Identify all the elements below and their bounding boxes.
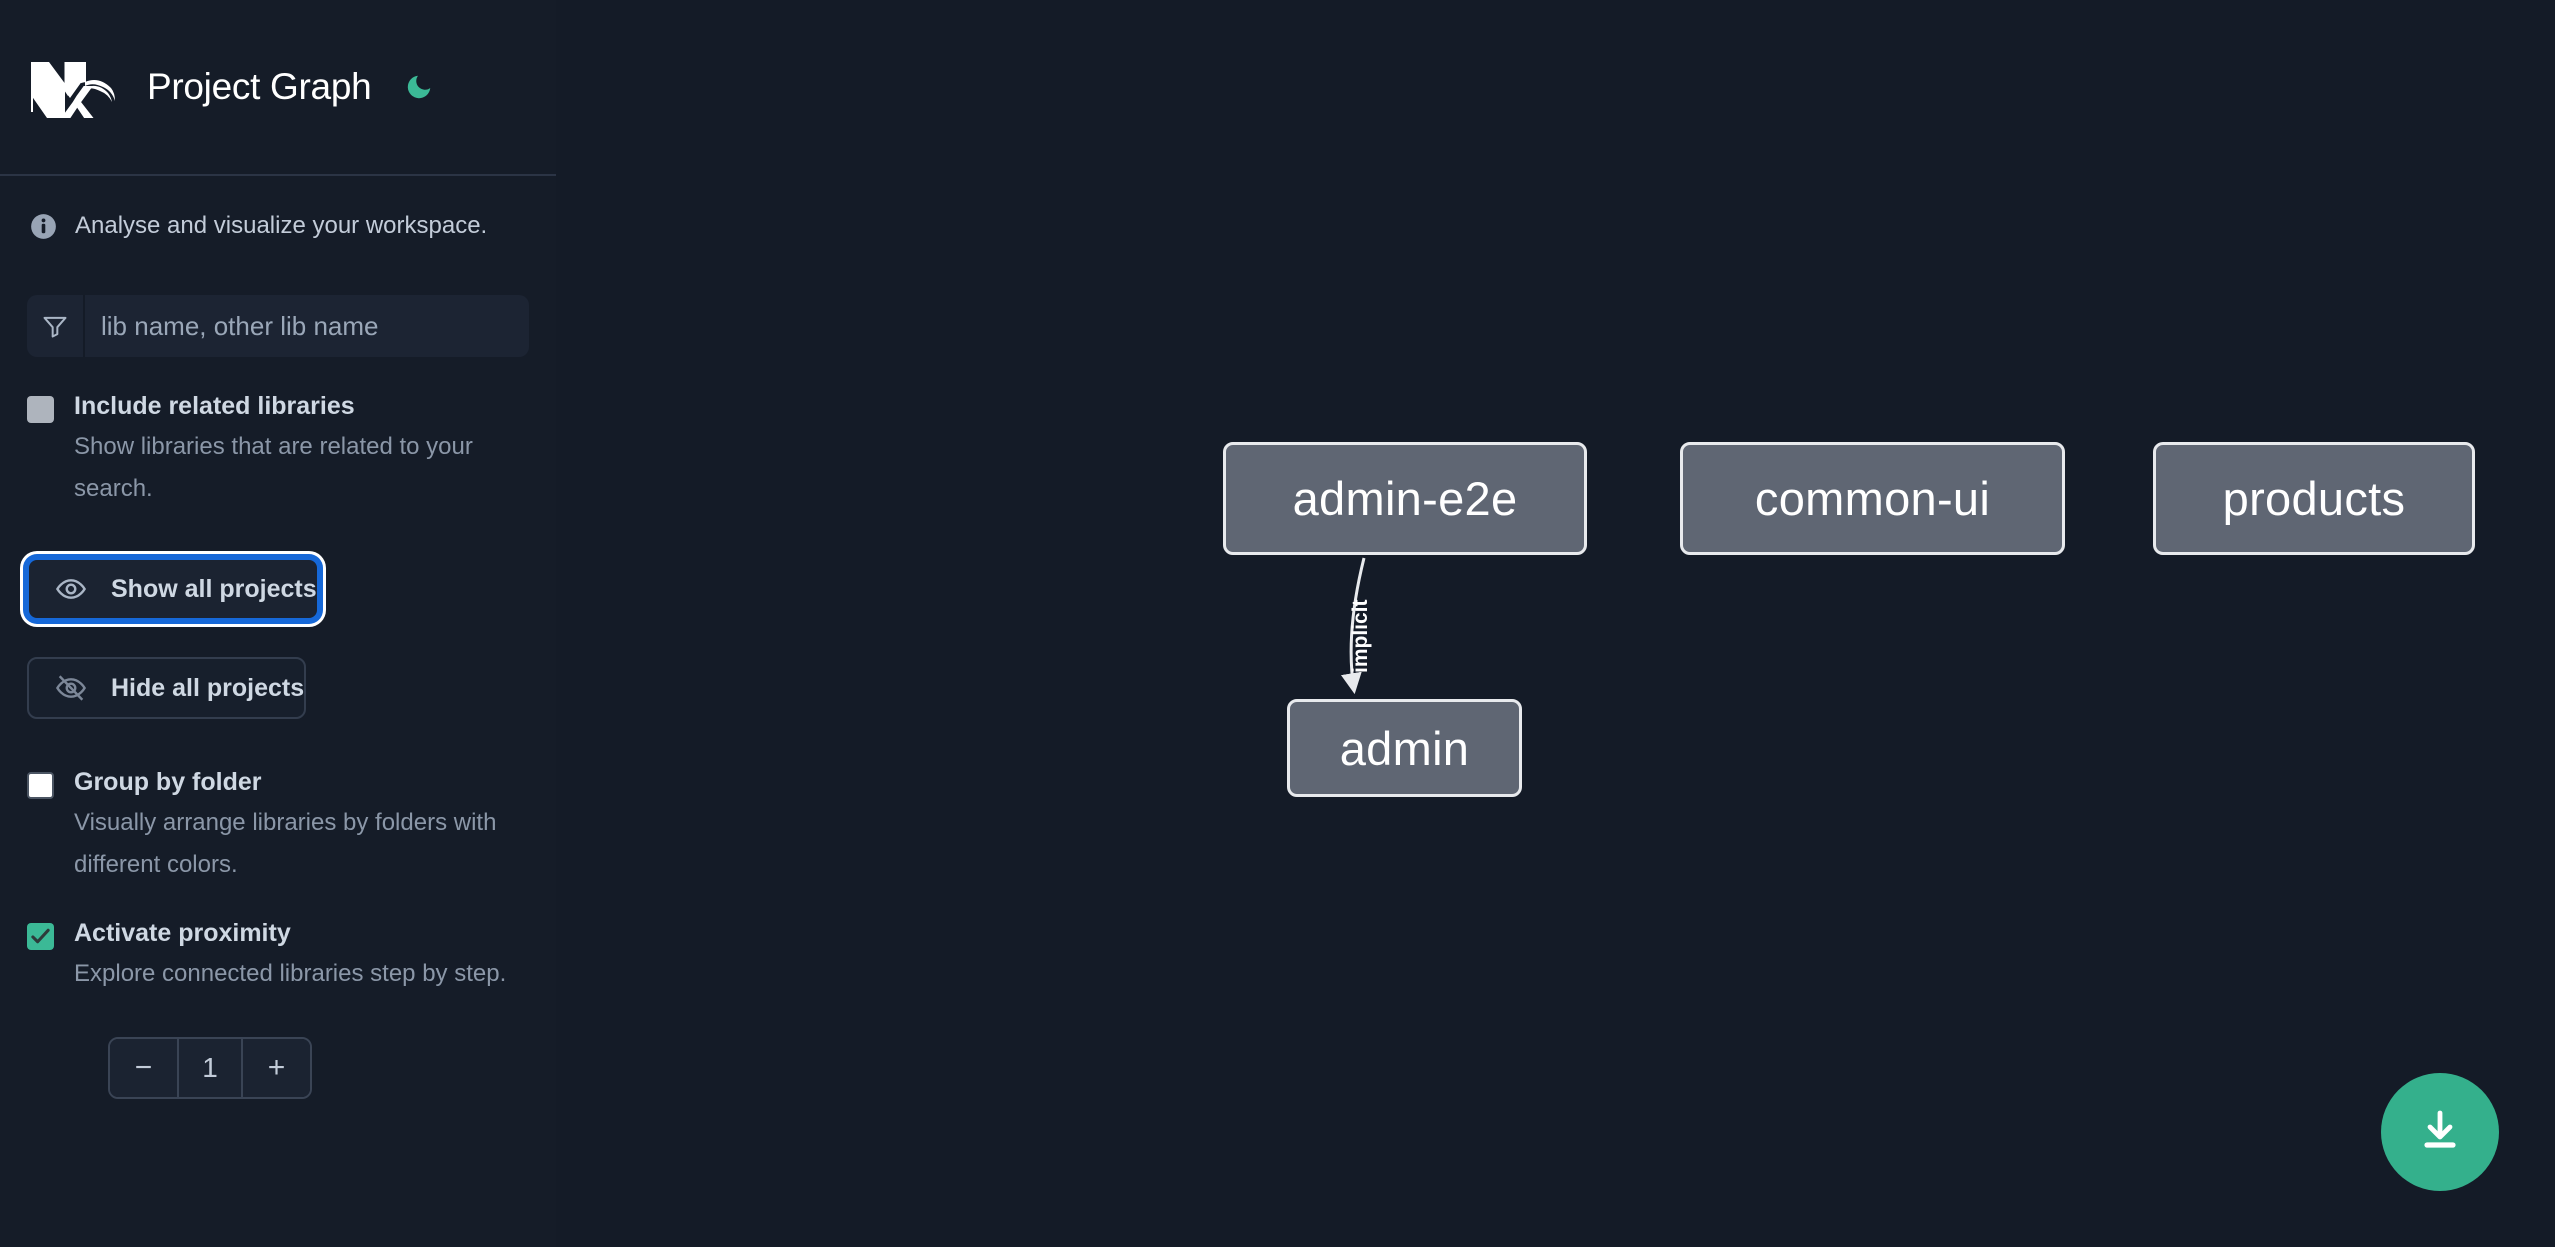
graph-node-common-ui[interactable]: common-ui <box>1680 442 2065 555</box>
sidebar: Project Graph Analyse and visualize your… <box>0 0 556 1247</box>
option-group-by-folder[interactable]: Group by folder Visually arrange librari… <box>0 767 556 886</box>
option-texts: Group by folder Visually arrange librari… <box>74 767 524 886</box>
show-all-projects-button[interactable]: Show all projects <box>27 558 319 620</box>
eye-slash-icon <box>55 672 87 704</box>
option-texts: Include related libraries Show libraries… <box>74 391 524 510</box>
proximity-decrement-button[interactable]: − <box>110 1039 177 1097</box>
graph-node-products[interactable]: products <box>2153 442 2475 555</box>
nx-logo-icon <box>27 56 115 118</box>
filter-search-box[interactable] <box>27 295 529 357</box>
hide-all-projects-label: Hide all projects <box>111 673 305 702</box>
tagline-row: Analyse and visualize your workspace. <box>0 176 556 240</box>
hide-all-projects-button[interactable]: Hide all projects <box>27 657 307 719</box>
option-description: Visually arrange libraries by folders wi… <box>74 809 497 878</box>
include-related-libraries-checkbox[interactable] <box>27 396 54 423</box>
tagline-text: Analyse and visualize your workspace. <box>75 212 488 239</box>
show-all-projects-label: Show all projects <box>111 574 317 603</box>
edge-label-implicit: implicit <box>1349 599 1372 673</box>
option-activate-proximity[interactable]: Activate proximity Explore connected lib… <box>0 918 556 995</box>
option-label: Activate proximity <box>74 919 291 947</box>
graph-node-admin[interactable]: admin <box>1287 699 1522 797</box>
search-input[interactable] <box>85 295 529 357</box>
graph-node-admin-e2e[interactable]: admin-e2e <box>1223 442 1587 555</box>
option-label: Group by folder <box>74 768 262 796</box>
proximity-increment-button[interactable]: + <box>243 1039 310 1097</box>
download-icon <box>2416 1106 2464 1159</box>
filter-funnel-icon <box>27 295 85 357</box>
option-description: Explore connected libraries step by step… <box>74 960 507 987</box>
download-graph-button[interactable] <box>2381 1073 2499 1191</box>
option-texts: Activate proximity Explore connected lib… <box>74 918 506 995</box>
activate-proximity-checkbox[interactable] <box>27 923 54 950</box>
option-description: Show libraries that are related to your … <box>74 433 473 502</box>
graph-canvas[interactable]: implicit implicit admin-e2e common-ui pr… <box>556 0 2555 1247</box>
proximity-stepper[interactable]: − 1 + <box>108 1037 312 1099</box>
moon-icon[interactable] <box>401 69 437 105</box>
graph-edges <box>1340 557 1366 695</box>
info-icon <box>30 213 57 240</box>
group-by-folder-checkbox[interactable] <box>27 772 54 799</box>
sidebar-header: Project Graph <box>0 0 556 176</box>
page-title: Project Graph <box>147 66 372 107</box>
option-label: Include related libraries <box>74 392 355 420</box>
proximity-value: 1 <box>177 1039 243 1097</box>
eye-icon <box>55 573 87 605</box>
option-include-related-libraries[interactable]: Include related libraries Show libraries… <box>0 391 556 510</box>
